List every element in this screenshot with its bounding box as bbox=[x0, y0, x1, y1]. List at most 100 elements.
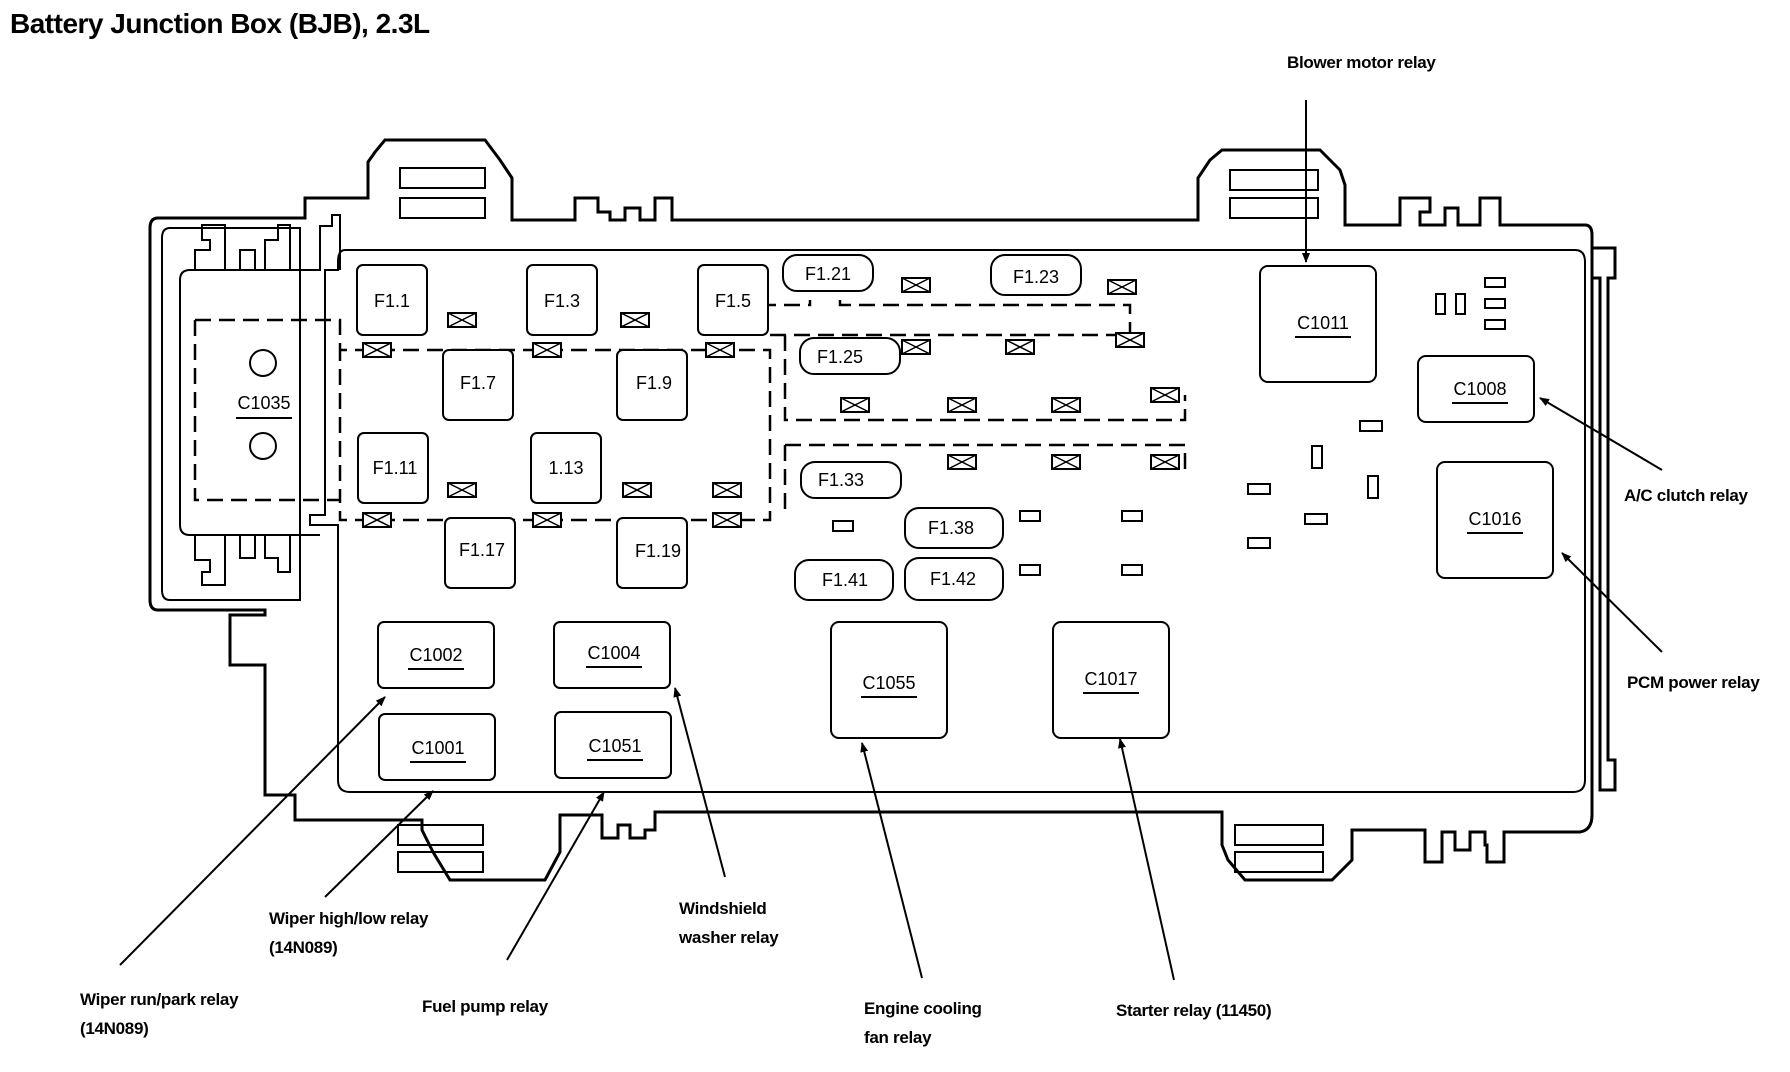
top-slot bbox=[1229, 197, 1319, 219]
terminal-block bbox=[532, 512, 562, 528]
top-slot bbox=[1229, 169, 1319, 191]
leader-wiper-high-low bbox=[324, 790, 434, 898]
relay-label: C1002 bbox=[409, 645, 462, 665]
callout-line: (14N089) bbox=[80, 1019, 149, 1038]
diagram-title: Battery Junction Box (BJB), 2.3L bbox=[10, 8, 430, 39]
callout-line: Fuel pump relay bbox=[422, 997, 548, 1016]
callout-windshield-washer-relay: Windshield washer relay bbox=[679, 894, 779, 952]
housing-inner-left bbox=[161, 227, 301, 601]
pin-pad bbox=[1019, 564, 1041, 576]
relay-c1011[interactable] bbox=[1259, 265, 1377, 383]
bottom-slot bbox=[1234, 851, 1324, 873]
fuse-f1-23[interactable] bbox=[990, 254, 1082, 296]
callout-engine-cooling-fan-relay: Engine cooling fan relay bbox=[864, 994, 982, 1052]
fuse-label: 1.13 bbox=[548, 458, 583, 478]
fuse-label: F1.3 bbox=[544, 291, 580, 311]
terminal-block bbox=[1005, 339, 1035, 355]
fuse-label: F1.42 bbox=[930, 569, 976, 589]
pin-pad bbox=[1019, 510, 1041, 522]
terminal-block bbox=[1107, 279, 1137, 295]
pin-pad bbox=[1484, 319, 1506, 330]
fuse-f1-19[interactable] bbox=[616, 517, 688, 589]
top-slot bbox=[399, 167, 486, 189]
terminal-block bbox=[947, 454, 977, 470]
relay-label: C1008 bbox=[1453, 379, 1506, 399]
busbar-c1035 bbox=[193, 318, 772, 522]
stud-terminal bbox=[249, 349, 277, 377]
top-left-latches bbox=[194, 224, 291, 586]
terminal-blocks bbox=[362, 277, 1180, 528]
terminal-block bbox=[447, 312, 477, 328]
pin-pad bbox=[1484, 298, 1506, 309]
pin-pad bbox=[1367, 475, 1379, 499]
pin-pad bbox=[1359, 420, 1383, 432]
relay-c1008[interactable] bbox=[1417, 355, 1535, 423]
relay-c1055[interactable] bbox=[830, 621, 948, 739]
fuse-f1-33[interactable] bbox=[800, 461, 902, 499]
terminal-block bbox=[362, 342, 392, 358]
callout-blower-motor-relay: Blower motor relay bbox=[1287, 48, 1436, 77]
relay-label: C1016 bbox=[1468, 509, 1521, 529]
terminal-block bbox=[622, 482, 652, 498]
fuse-f1-38[interactable] bbox=[904, 507, 1004, 549]
fuse-f1-11[interactable] bbox=[357, 432, 429, 504]
relay-label: C1011 bbox=[1297, 313, 1349, 333]
fuse-label: F1.11 bbox=[373, 458, 418, 478]
terminal-block bbox=[1150, 454, 1180, 470]
fuse-f1-21[interactable] bbox=[782, 254, 874, 292]
relay-c1004[interactable] bbox=[553, 621, 671, 689]
fuse-label: F1.7 bbox=[460, 373, 496, 393]
terminal-block bbox=[705, 342, 735, 358]
fuse-f1-7[interactable] bbox=[442, 349, 514, 421]
callout-wiper-run-park-relay: Wiper run/park relay (14N089) bbox=[80, 985, 239, 1043]
relays bbox=[377, 265, 1554, 781]
fuse-label: F1.5 bbox=[715, 291, 751, 311]
fuse-f1-13[interactable] bbox=[530, 432, 602, 504]
relay-c1017[interactable] bbox=[1052, 621, 1170, 739]
relay-c1002[interactable] bbox=[377, 621, 495, 689]
inner-panel bbox=[309, 249, 1586, 793]
pin-pad bbox=[1311, 445, 1323, 469]
terminal-block bbox=[947, 397, 977, 413]
top-slot bbox=[399, 197, 486, 219]
leader-starter bbox=[1118, 738, 1175, 981]
terminal-block bbox=[1051, 454, 1081, 470]
relay-c1016[interactable] bbox=[1436, 461, 1554, 579]
terminal-block bbox=[712, 482, 742, 498]
fuse-f1-1[interactable] bbox=[356, 264, 428, 336]
fuse-f1-42[interactable] bbox=[904, 557, 1004, 601]
fuse-label: F1.38 bbox=[928, 518, 974, 538]
callout-line: fan relay bbox=[864, 1028, 932, 1047]
fuse-f1-3[interactable] bbox=[526, 264, 598, 336]
fuse-f1-25[interactable] bbox=[799, 337, 901, 375]
pin-pad bbox=[1247, 483, 1271, 495]
callout-line: Windshield bbox=[679, 899, 767, 918]
callout-fuel-pump-relay: Fuel pump relay bbox=[422, 992, 548, 1021]
terminal-block bbox=[901, 339, 931, 355]
terminal-block bbox=[620, 312, 650, 328]
pin-pads bbox=[832, 277, 1506, 576]
callout-line: (14N089) bbox=[269, 938, 338, 957]
leader-engine-cooling-fan bbox=[860, 742, 923, 979]
fuse-f1-9[interactable] bbox=[616, 349, 688, 421]
callout-line: PCM power relay bbox=[1627, 673, 1760, 692]
callout-pcm-power-relay: PCM power relay bbox=[1627, 668, 1760, 697]
relay-c1051[interactable] bbox=[554, 711, 672, 779]
fuse-f1-41[interactable] bbox=[794, 559, 894, 601]
fuse-label: F1.9 bbox=[636, 373, 672, 393]
fuse-grid bbox=[356, 254, 1082, 601]
pin-pad bbox=[1121, 510, 1143, 522]
terminal-block bbox=[712, 512, 742, 528]
pin-pad bbox=[1304, 513, 1328, 525]
relay-c1001[interactable] bbox=[378, 713, 496, 781]
fuse-f1-17[interactable] bbox=[444, 517, 516, 589]
callout-line: Wiper high/low relay bbox=[269, 909, 429, 928]
leader-lines bbox=[119, 100, 1663, 981]
terminal-block bbox=[532, 342, 562, 358]
fuse-f1-5[interactable] bbox=[697, 264, 769, 336]
housing-outline bbox=[148, 138, 1594, 882]
callout-wiper-high-low-relay: Wiper high/low relay (14N089) bbox=[269, 904, 428, 962]
bottom-slot bbox=[397, 824, 484, 846]
callout-line: Engine cooling bbox=[864, 999, 982, 1018]
leader-windshield-washer bbox=[673, 687, 726, 878]
